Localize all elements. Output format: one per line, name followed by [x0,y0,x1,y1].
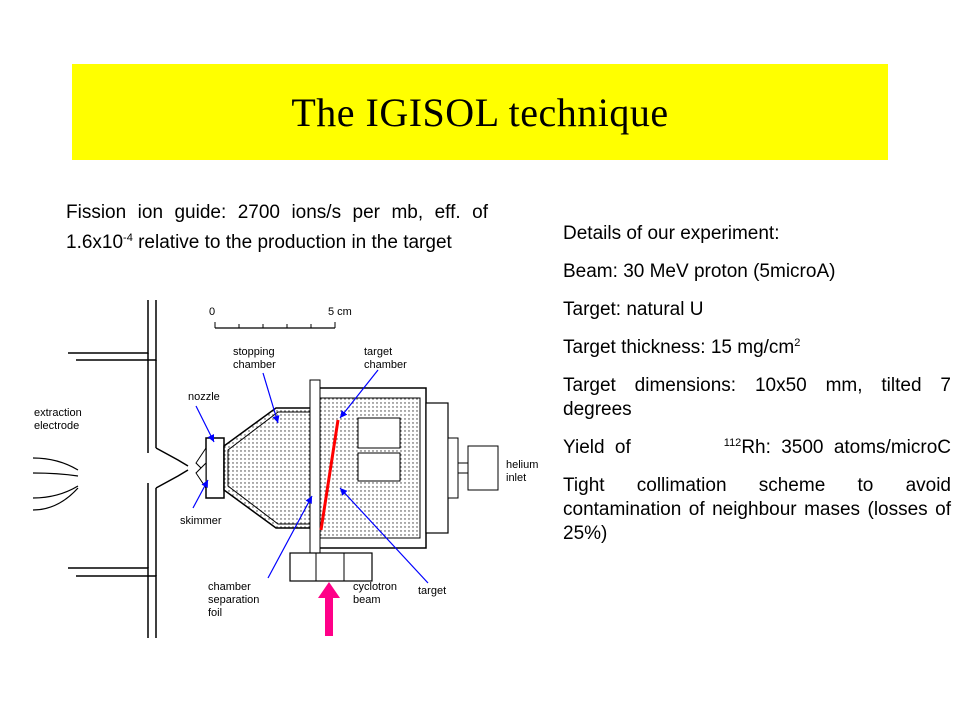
skimmer-nozzle [195,437,225,499]
details-dimensions: Target dimensions: 10x50 mm, tilted 7 de… [563,375,951,420]
label-skimmer: skimmer [180,515,222,527]
label-stopping-chamber: chamber [233,359,276,371]
details-collimation: Tight collimation scheme to avoid contam… [563,475,951,544]
details-thickness: Target thickness: 15 mg/cm2 [563,336,951,360]
details-yield: Yield of 112Rh: 3500 atoms/microC [563,436,951,460]
fission-text-part1: Fission ion guide: 2700 ions/s per mb, e… [66,202,488,253]
fission-text-part2: relative to the production in the target [132,232,452,253]
target-chamber [309,379,499,557]
yield-text: Yield of [563,437,642,458]
scale-bar: 0 5 cm [209,306,352,329]
label-target-top: target [364,346,392,358]
fission-ion-guide-text: Fission ion guide: 2700 ions/s per mb, e… [66,198,488,258]
details-heading: Details of our experiment: [563,223,780,244]
label-target-bottom: target [418,585,446,597]
extraction-electrode [32,300,189,638]
scale-five-label: 5 cm [328,306,352,318]
label-extraction: extraction [34,407,82,419]
scale-zero-label: 0 [209,306,215,318]
label-helium: helium [506,459,538,471]
igisol-diagram: 0 5 cm [32,300,538,638]
label-electrode: electrode [34,420,79,432]
label-separation: separation [208,594,259,606]
yield-value: Rh: 3500 atoms/microC [741,437,952,458]
pointer-arrows [192,369,429,584]
details-beam: Beam: 30 MeV proton (5microA) [563,261,836,282]
stopping-chamber [223,407,317,529]
details-target: Target: natural U [563,299,704,320]
slide-title: The IGISOL technique [291,89,669,135]
thickness-exponent: 2 [794,337,801,349]
title-banner: The IGISOL technique [72,64,888,160]
label-foil: foil [208,607,222,619]
experiment-details: Details of our experiment: Beam: 30 MeV … [563,222,951,560]
yield-isotope-mass: 112 [723,437,742,449]
label-nozzle: nozzle [188,391,220,403]
label-inlet: inlet [506,472,526,484]
label-target-chamber: chamber [364,359,407,371]
fission-text-exponent: -4 [123,232,133,244]
thickness-text: Target thickness: 15 mg/cm [563,337,795,358]
beam-entrance [289,552,373,582]
label-beam: beam [353,594,381,606]
target-foil [319,419,340,531]
cyclotron-beam-arrow [318,582,340,636]
label-cyclotron: cyclotron [353,581,397,593]
label-stopping: stopping [233,346,275,358]
label-chamber-separation: chamber [208,581,251,593]
